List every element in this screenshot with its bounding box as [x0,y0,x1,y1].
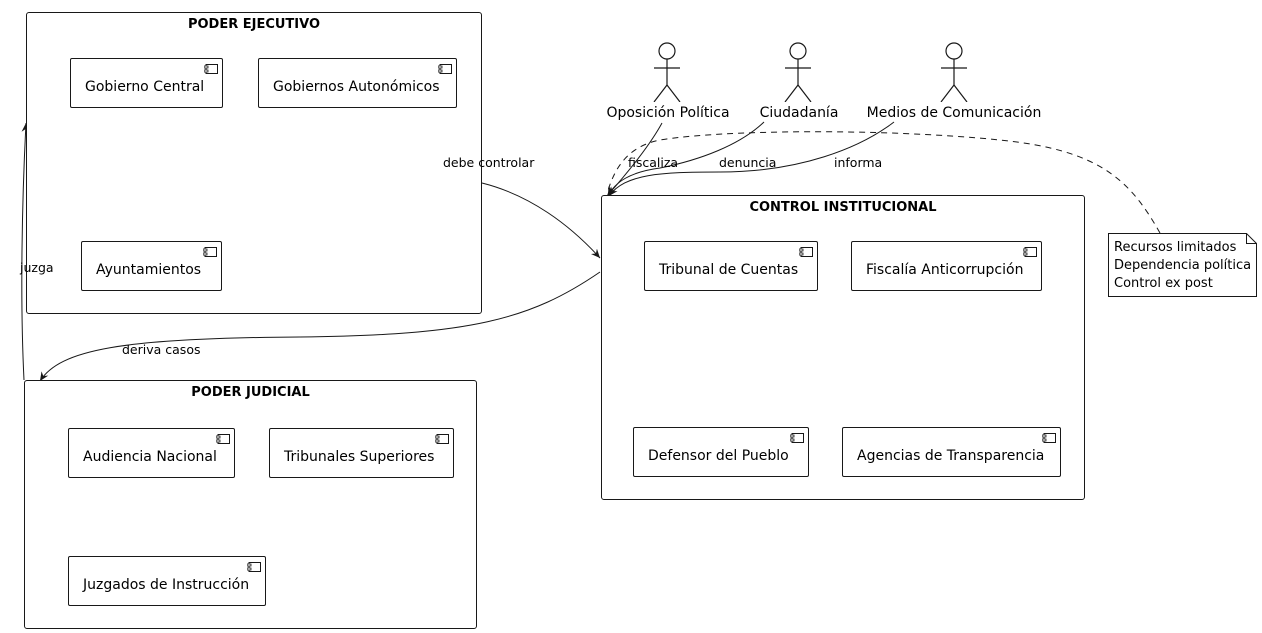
component-tribunales-superiores[interactable]: Tribunales Superiores [269,428,454,478]
frame-title: PODER EJECUTIVO [187,17,321,32]
component-icon [435,434,449,444]
component-icon [247,562,261,572]
component-gobiernos-autonomicos[interactable]: Gobiernos Autonómicos [258,58,457,108]
component-label: Tribunales Superiores [284,449,435,465]
component-fiscalia-anticorrupcion[interactable]: Fiscalía Anticorrupción [851,241,1042,291]
note-line: Control ex post [1114,276,1213,291]
component-juzgados-de-instruccion[interactable]: Juzgados de Instrucción [68,556,266,606]
component-icon [203,247,217,257]
edge-label-denuncia: denuncia [719,155,777,170]
edge-deriva-casos [39,271,601,382]
edge-label-deriva-casos: deriva casos [122,342,201,357]
component-defensor-del-pueblo[interactable]: Defensor del Pueblo [633,427,809,477]
actor-figure-icon[interactable] [778,42,818,102]
frame-control-institucional: CONTROL INSTITUCIONAL Tribunal de Cuenta… [601,195,1085,500]
note-line: Dependencia política [1114,258,1252,273]
component-icon [204,64,218,74]
component-icon [216,434,230,444]
edge-informa [608,121,895,197]
component-icon [438,64,452,74]
component-label: Defensor del Pueblo [648,448,789,464]
edge-denuncia [607,121,765,197]
component-ayuntamientos[interactable]: Ayuntamientos [81,241,222,291]
note-connector [606,131,1161,234]
component-gobierno-central[interactable]: Gobierno Central [70,58,223,108]
edge-debe-controlar [481,182,601,259]
edge-juzga [21,122,30,381]
component-icon [1042,433,1056,443]
component-audiencia-nacional[interactable]: Audiencia Nacional [68,428,235,478]
edge-label-informa: informa [834,155,883,170]
actor-figure-icon[interactable] [934,42,974,102]
edge-label-debe-controlar: debe controlar [443,155,535,170]
component-label: Ayuntamientos [96,262,202,278]
component-label: Gobierno Central [85,79,205,95]
note: Recursos limitados Dependencia política … [1108,233,1257,297]
component-icon [790,433,804,443]
component-icon [799,247,813,257]
frame-title: PODER JUDICIAL [191,385,310,400]
note-line: Recursos limitados [1114,240,1237,255]
component-tribunal-de-cuentas[interactable]: Tribunal de Cuentas [644,241,818,291]
component-label: Audiencia Nacional [83,449,217,465]
frame-title: CONTROL INSTITUCIONAL [749,200,937,215]
edge-label-fiscaliza: fiscaliza [628,155,679,170]
frame-poder-ejecutivo: PODER EJECUTIVO Gobierno Central Gobiern… [26,12,482,314]
actor-figure-icon[interactable] [647,42,687,102]
note-shape [1108,233,1257,297]
actor-label-oposicion: Oposición Política [606,105,730,121]
component-agencias-de-transparencia[interactable]: Agencias de Transparencia [842,427,1061,477]
component-icon [1023,247,1037,257]
actor-label-ciudadania: Ciudadanía [759,105,839,121]
component-label: Tribunal de Cuentas [659,262,799,278]
component-label: Juzgados de Instrucción [83,577,250,593]
component-label: Fiscalía Anticorrupción [866,262,1024,278]
component-label: Gobiernos Autonómicos [273,79,440,95]
frame-poder-judicial: PODER JUDICIAL Audiencia Nacional Tribun… [24,380,477,629]
edge-label-juzga: juzga [20,260,54,275]
component-label: Agencias de Transparencia [857,448,1045,464]
actor-label-medios: Medios de Comunicación [866,105,1042,121]
